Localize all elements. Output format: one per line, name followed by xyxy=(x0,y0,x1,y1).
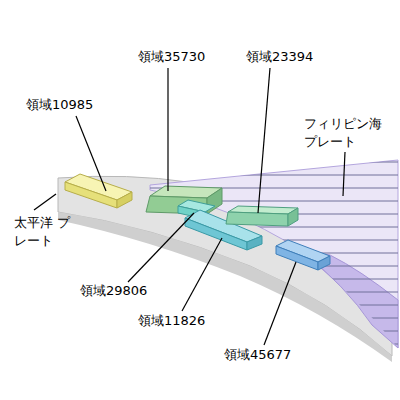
region-label: 領域29806 xyxy=(80,282,147,300)
region-label: 領域45677 xyxy=(224,346,291,364)
region-label: 領域10985 xyxy=(26,96,93,114)
region-box-45677 xyxy=(276,240,330,270)
region-label: 領域23394 xyxy=(246,48,313,66)
region-label: 領域11826 xyxy=(138,312,205,330)
plate-label: フィリピン海 プレート xyxy=(304,115,390,151)
region-box-10985 xyxy=(65,174,132,208)
region-label: 領域35730 xyxy=(138,48,205,66)
plate-label: 太平洋 プレート xyxy=(14,214,74,250)
region-box-23394 xyxy=(226,206,298,226)
